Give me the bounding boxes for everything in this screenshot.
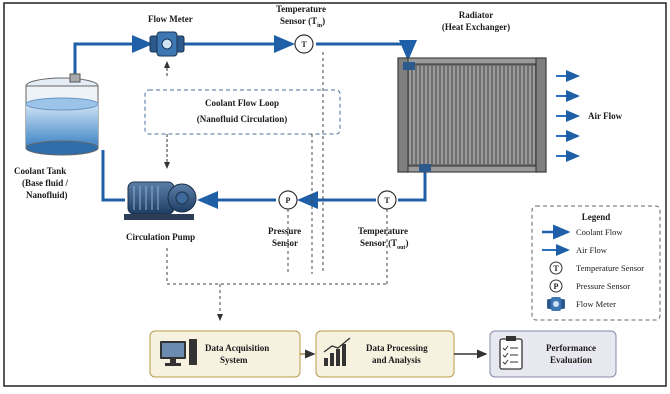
proc-label-2: and Analysis bbox=[372, 355, 421, 365]
legend-title: Legend bbox=[582, 212, 611, 222]
legend-pressure-symbol: P bbox=[554, 282, 559, 291]
temperature-sensor-in: T bbox=[294, 34, 314, 54]
radiator-icon bbox=[397, 57, 547, 173]
coolant-tank-icon bbox=[25, 73, 99, 156]
pressure-label-2: Sensor bbox=[272, 238, 298, 248]
daq-label-1: Data Acquisition bbox=[205, 343, 269, 353]
air-flow-label: Air Flow bbox=[588, 111, 623, 121]
pressure-symbol: P bbox=[286, 196, 291, 205]
legend-flow-meter-icon bbox=[547, 297, 565, 311]
air-flow-arrows bbox=[556, 70, 580, 162]
processing-box: Data Processing and Analysis bbox=[315, 330, 455, 378]
flow-meter-label: Flow Meter bbox=[148, 14, 193, 24]
coolant-pipes bbox=[73, 35, 427, 209]
legend-temperature-label: Temperature Sensor bbox=[576, 263, 644, 273]
flow-meter-icon bbox=[149, 31, 185, 57]
temp-in-label-2: Sensor (Tin) bbox=[280, 16, 325, 29]
tank-label-1: Coolant Tank bbox=[14, 166, 66, 176]
bar-chart-icon bbox=[323, 337, 351, 366]
proc-label-1: Data Processing bbox=[366, 343, 428, 353]
coolant-loop-box bbox=[144, 89, 341, 135]
performance-box: Performance Evaluation bbox=[489, 330, 617, 378]
radiator-label-2: (Heat Exchanger) bbox=[442, 22, 510, 32]
outer-frame bbox=[3, 2, 667, 387]
pressure-label-1: Pressure bbox=[268, 226, 301, 236]
pressure-sensor: P bbox=[278, 190, 298, 210]
temp-out-label-1: Temperature bbox=[358, 226, 408, 236]
legend-air-label: Air Flow bbox=[576, 245, 608, 255]
temp-in-label-1: Temperature bbox=[276, 4, 326, 14]
legend-temperature-symbol: T bbox=[553, 264, 559, 273]
pump-icon bbox=[124, 181, 197, 220]
signal-lines bbox=[166, 52, 388, 321]
legend-flow-meter-label: Flow Meter bbox=[576, 299, 616, 309]
legend: Legend Coolant Flow Air Flow T Temperatu… bbox=[531, 205, 661, 321]
perf-label-2: Evaluation bbox=[550, 355, 592, 365]
loop-label-2: (Nanofluid Circulation) bbox=[197, 114, 288, 124]
computer-icon bbox=[160, 339, 197, 366]
radiator-label-1: Radiator bbox=[459, 10, 494, 20]
legend-pressure-label: Pressure Sensor bbox=[576, 281, 630, 291]
temperature-symbol-in: T bbox=[301, 40, 307, 49]
pump-label: Circulation Pump bbox=[126, 232, 195, 242]
temperature-sensor-out: T bbox=[377, 190, 397, 210]
temperature-symbol-out: T bbox=[384, 196, 390, 205]
temp-out-label-2: Sensor (Tout) bbox=[360, 238, 408, 251]
loop-label-1: Coolant Flow Loop bbox=[205, 98, 279, 108]
clipboard-checklist-icon bbox=[499, 336, 523, 370]
tank-label-3: Nanofluid) bbox=[26, 190, 68, 200]
daq-box: Data Acquisition System bbox=[149, 330, 301, 378]
perf-label-1: Performance bbox=[546, 343, 596, 353]
daq-label-2: System bbox=[220, 355, 248, 365]
legend-coolant-label: Coolant Flow bbox=[576, 227, 623, 237]
tank-label-2: (Base fluid / bbox=[22, 178, 69, 188]
